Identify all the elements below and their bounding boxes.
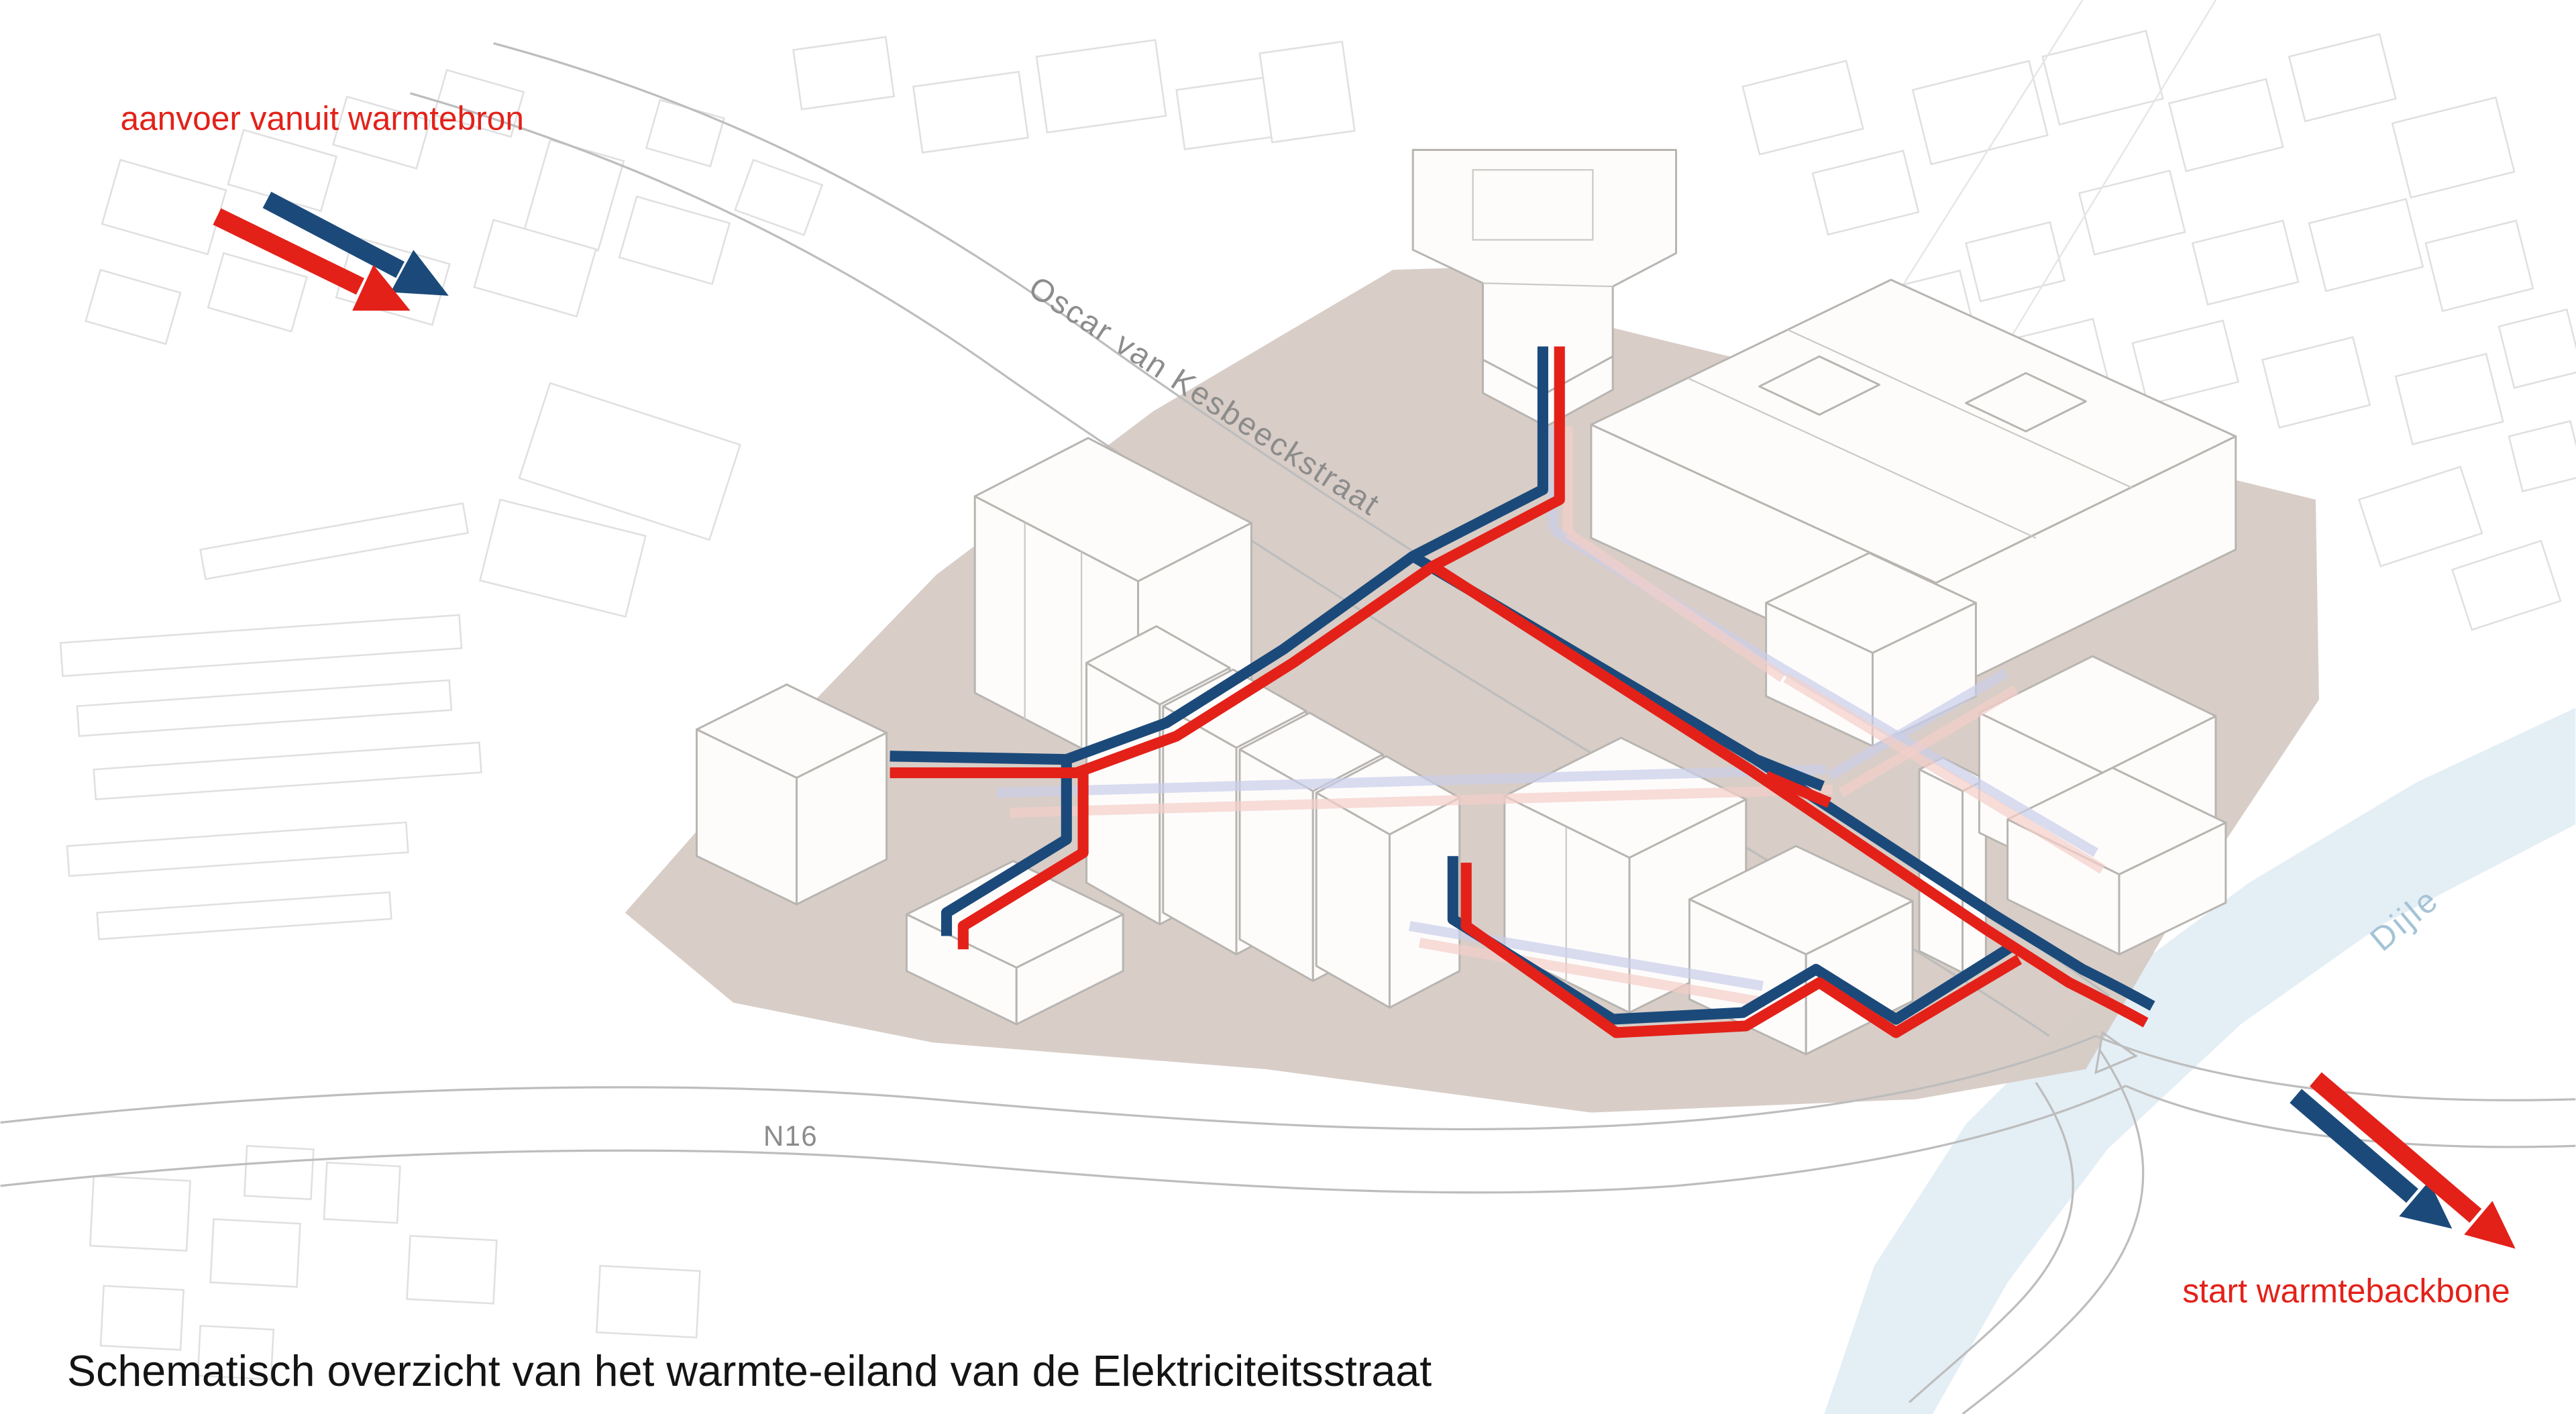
- arrowhead: [2399, 1181, 2453, 1229]
- arrowhead: [352, 264, 411, 311]
- background-city-blocks: [59, 0, 2576, 1380]
- backbone-arrow-blue: [2290, 1089, 2453, 1229]
- building-tower-4: [1315, 755, 1461, 1009]
- building-east-block-2: [2006, 767, 2227, 956]
- arrowhead: [390, 250, 449, 296]
- n16-bridge-upper: [2095, 1034, 2576, 1101]
- return-pipes: [890, 346, 2155, 1025]
- n16-bridge-lower: [2125, 1085, 2576, 1148]
- faded-supply-pipes: [1010, 426, 2106, 1008]
- junction-island: [2094, 1030, 2139, 1075]
- building-low-slab: [905, 860, 1124, 1026]
- supply-inflow-arrow-red: [213, 208, 411, 311]
- supply-inflow-arrow-blue: [262, 191, 449, 296]
- dijle-river: [1824, 708, 2576, 1414]
- building-south-block-2: [1688, 845, 1914, 1056]
- south-branch-right: [1962, 1048, 2145, 1414]
- n16-edge-upper: [0, 1034, 2096, 1131]
- supply-pipes: [890, 346, 2149, 1038]
- arrowhead: [2464, 1201, 2516, 1249]
- figure-caption: Schematisch overzicht van het warmte-eil…: [67, 1347, 1432, 1395]
- n16-edge-lower: [0, 1085, 2127, 1194]
- highway-label: N16: [763, 1120, 818, 1152]
- building-southwest-block: [696, 683, 888, 906]
- backbone-arrow-red: [2310, 1072, 2516, 1249]
- south-branch-left: [1909, 1081, 2074, 1403]
- backbone-start-annotation: start warmtebackbone: [2182, 1272, 2510, 1310]
- heat-source-annotation: aanvoer vanuit warmtebron: [120, 100, 524, 138]
